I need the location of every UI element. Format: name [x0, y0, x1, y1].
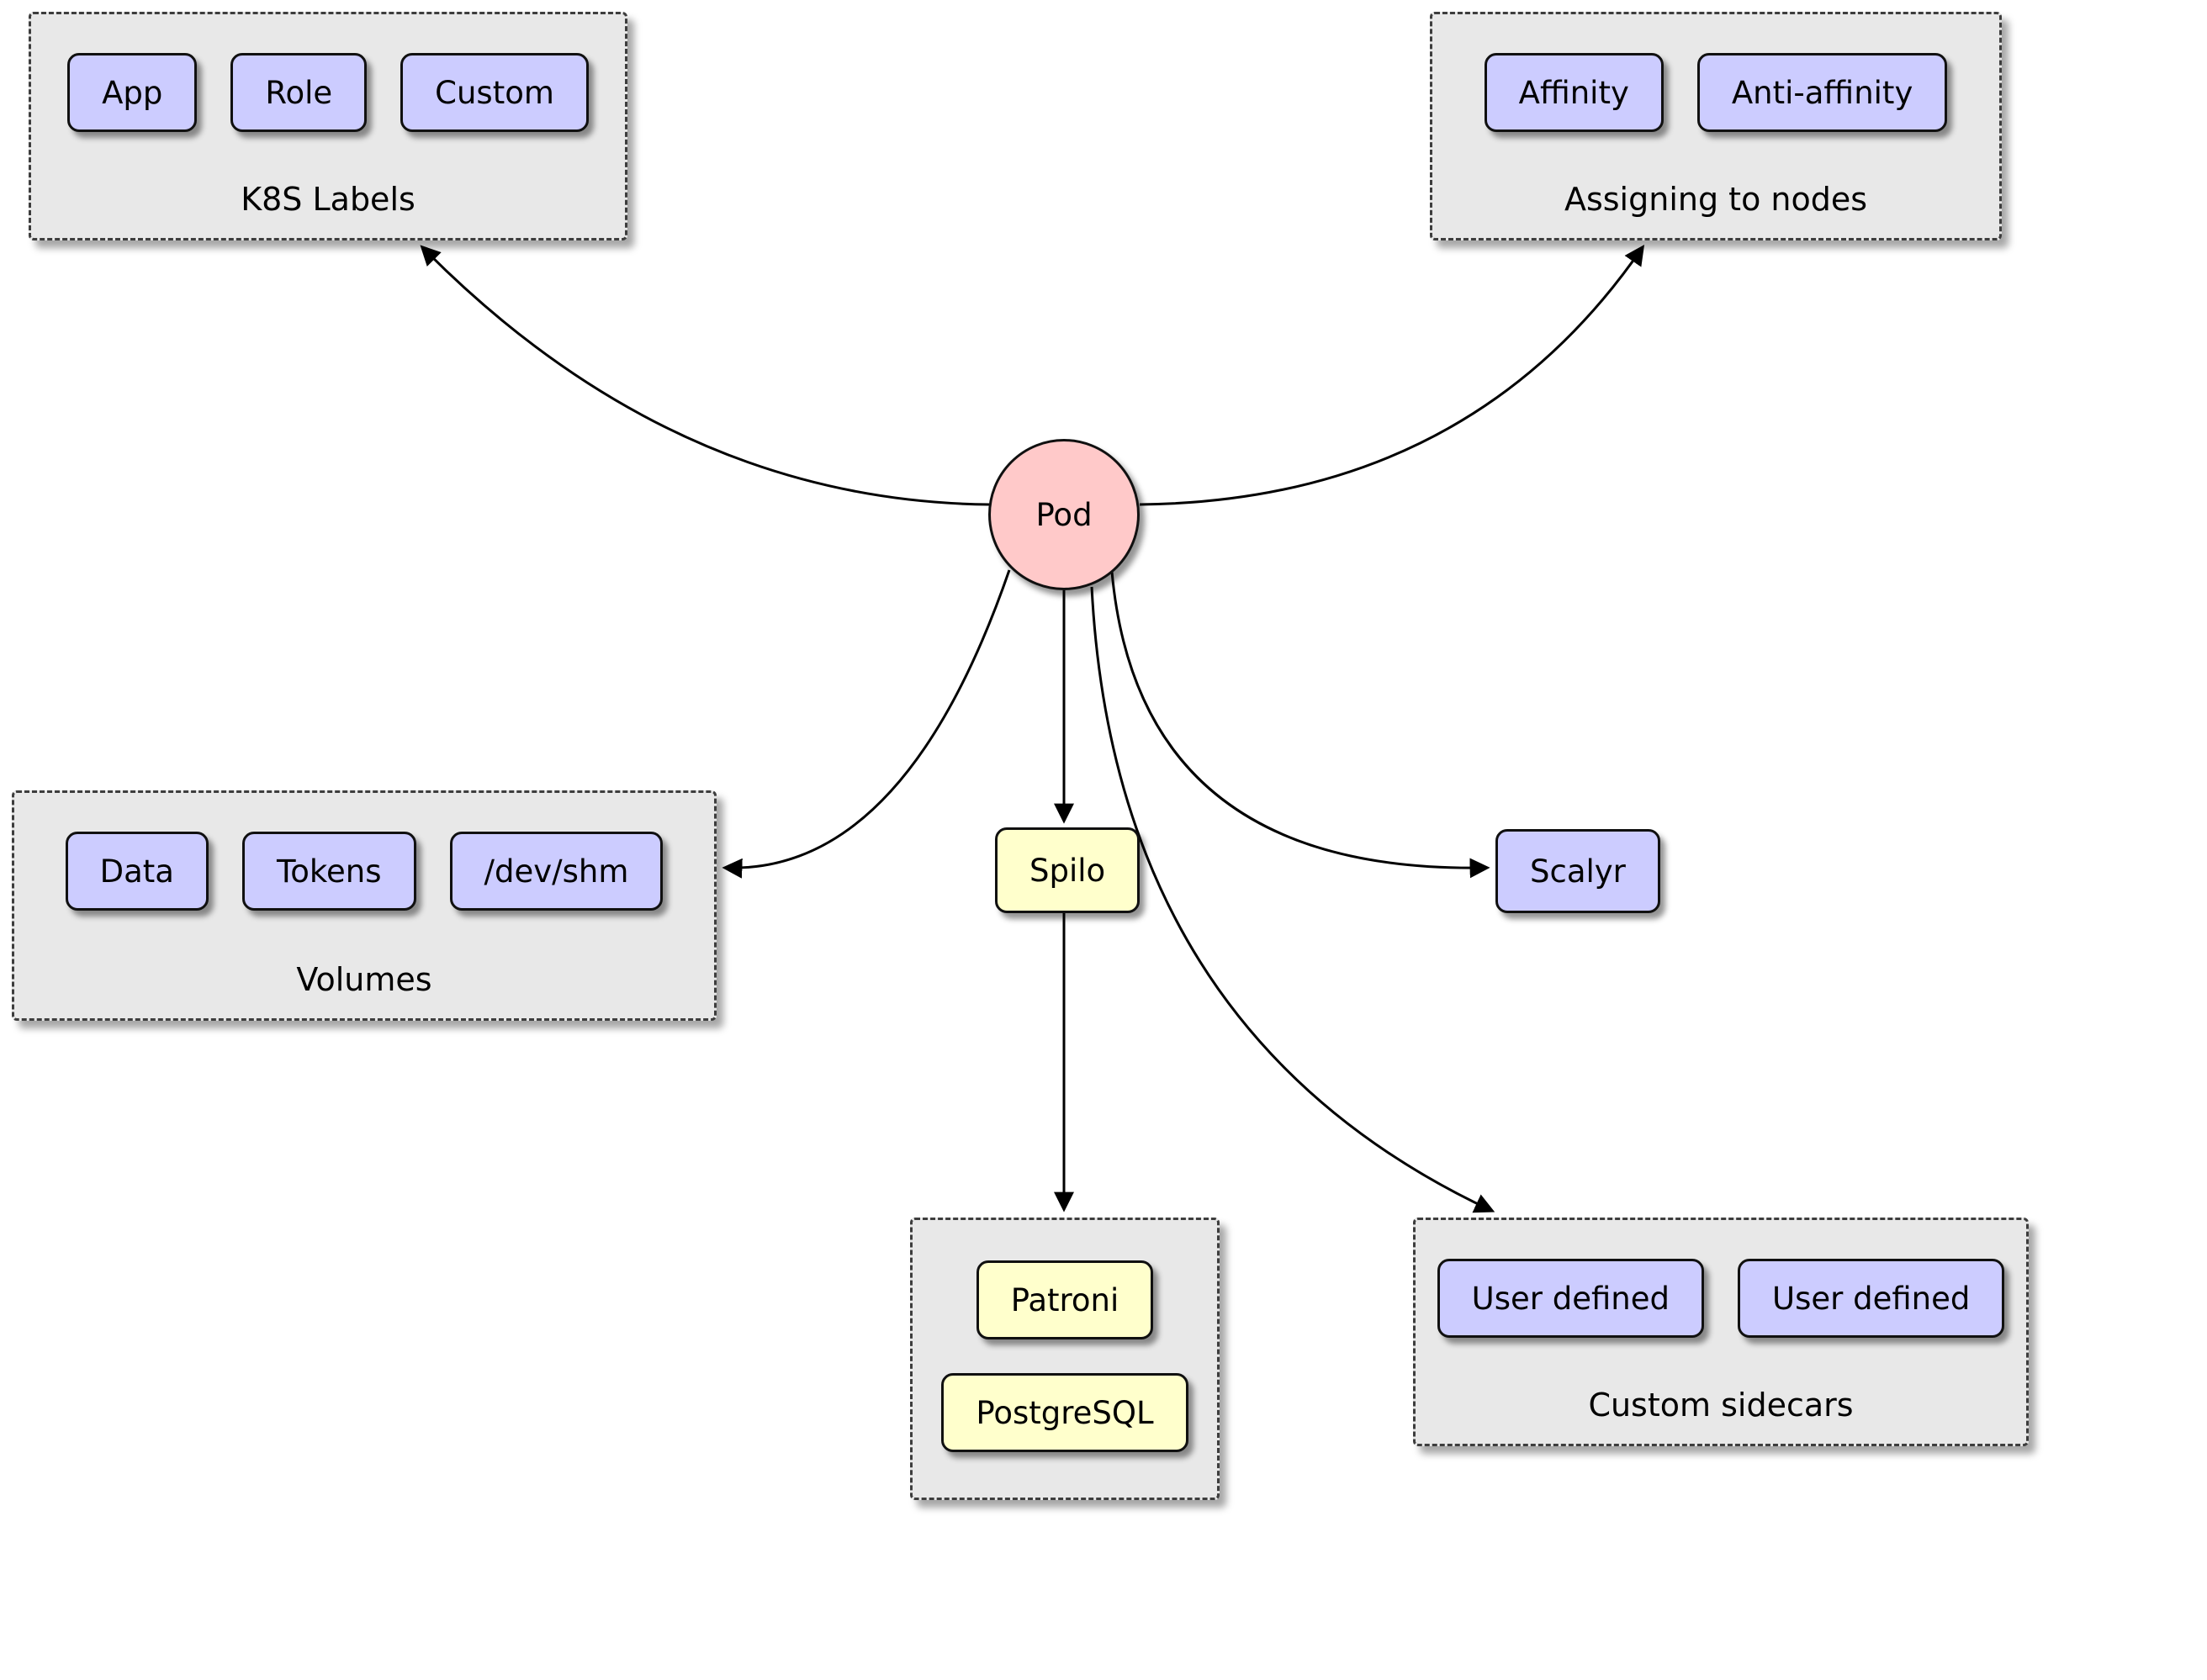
group-assigning-to-nodes: Affinity Anti-affinity Assigning to node… [1430, 12, 2002, 240]
node-patroni: Patroni [976, 1260, 1154, 1339]
node-postgresql: PostgreSQL [941, 1373, 1188, 1452]
node-spilo: Spilo [995, 827, 1141, 913]
node-affinity: Affinity [1484, 53, 1664, 132]
assigning-caption: Assigning to nodes [1564, 181, 1868, 218]
group-k8s-labels: App Role Custom K8S Labels [29, 12, 627, 240]
node-dev-shm: /dev/shm [449, 832, 664, 911]
edge-pod-to-custom-sidecars [1090, 586, 1495, 1213]
node-data: Data [65, 832, 209, 911]
node-tokens: Tokens [241, 832, 416, 911]
spilo-containers-col: Patroni PostgreSQL [941, 1260, 1188, 1452]
group-spilo-containers: Patroni PostgreSQL [910, 1218, 1220, 1500]
custom-sidecars-caption: Custom sidecars [1588, 1387, 1854, 1424]
k8s-labels-row: App Role Custom [67, 53, 589, 132]
node-scalyr: Scalyr [1495, 829, 1660, 913]
volumes-caption: Volumes [296, 961, 432, 998]
edge-pod-to-volumes [722, 569, 1011, 879]
node-app: App [67, 53, 198, 132]
node-user-defined-2: User defined [1738, 1259, 2005, 1338]
k8s-labels-caption: K8S Labels [241, 181, 415, 218]
edge-pod-to-k8s-labels [420, 245, 990, 506]
volumes-row: Data Tokens /dev/shm [65, 832, 664, 911]
node-custom: Custom [400, 53, 589, 132]
custom-sidecars-row: User defined User defined [1437, 1259, 2005, 1338]
node-anti-affinity: Anti-affinity [1696, 53, 1948, 132]
node-role: Role [230, 53, 368, 132]
edge-pod-to-assigning-to-nodes [1139, 245, 1645, 506]
group-volumes: Data Tokens /dev/shm Volumes [12, 790, 717, 1021]
edge-pod-to-scalyr [1110, 571, 1490, 879]
group-custom-sidecars: User defined User defined Custom sidecar… [1413, 1218, 2029, 1446]
node-user-defined-1: User defined [1437, 1259, 1704, 1338]
assigning-row: Affinity Anti-affinity [1484, 53, 1948, 132]
pod-node: Pod [988, 439, 1140, 590]
